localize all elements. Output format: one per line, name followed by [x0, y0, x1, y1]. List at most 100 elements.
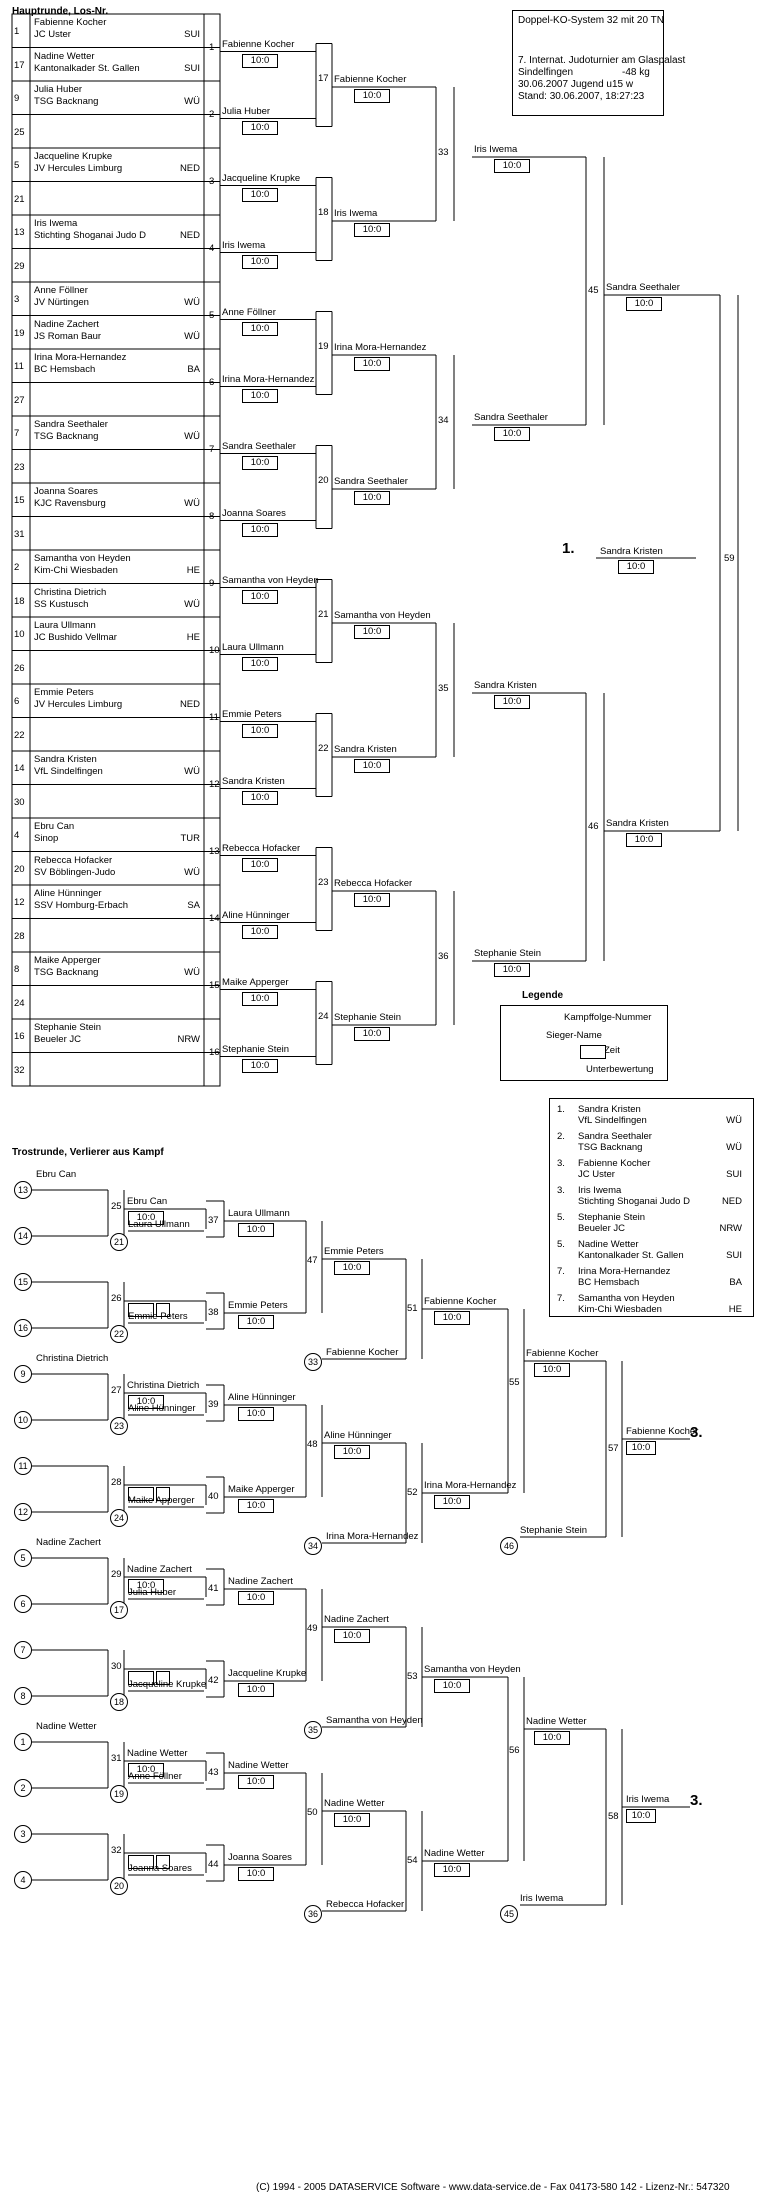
draw-athlete-nation: BA — [187, 364, 200, 375]
info-line: 30.06.2007 Jugend u15 w — [518, 79, 634, 90]
score-box: 10:0 — [434, 1495, 470, 1509]
repechage-athlete-name: Fabienne Kocher — [326, 1347, 399, 1358]
draw-athlete-club: SV Böblingen-Judo — [34, 866, 116, 878]
winner-name: Stephanie Stein — [334, 1012, 402, 1023]
info-title: Doppel-KO-System 32 mit 20 TN — [518, 15, 664, 26]
loser-ref-circle: 7 — [14, 1641, 32, 1659]
draw-athlete-nation: WÜ — [184, 866, 200, 878]
score-box: 10:0 — [354, 1027, 390, 1041]
winner-name: Christina Dietrich — [127, 1380, 200, 1391]
fight-number: 11 — [209, 711, 219, 723]
fight-number: 21 — [318, 609, 329, 620]
loser-ref-circle: 22 — [110, 1325, 128, 1343]
score-box: 10:0 — [238, 1775, 274, 1789]
score-box — [156, 1671, 170, 1685]
result-name: Fabienne Kocher — [578, 1158, 651, 1169]
draw-number: 7 — [14, 428, 20, 439]
legend-box — [500, 1005, 668, 1081]
result-club: JC Uster — [578, 1169, 615, 1180]
draw-number: 32 — [14, 1064, 25, 1076]
score-box: 10:0 — [128, 1579, 164, 1593]
winner-name: Jacqueline Krupke — [228, 1668, 307, 1679]
loser-ref-circle: 13 — [14, 1181, 32, 1199]
loser-ref-circle: 17 — [110, 1601, 128, 1619]
winner-name: Emmie Peters — [324, 1246, 384, 1257]
winner-name: Maike Apperger — [228, 1484, 295, 1495]
draw-athlete-nation: WÜ — [184, 598, 200, 610]
draw-athlete-name: Fabienne Kocher — [34, 17, 107, 28]
winner-name: Samantha von Heyden — [222, 574, 319, 586]
fight-number: 8 — [209, 510, 215, 522]
score-box: 10:0 — [242, 656, 278, 671]
score-box: 10:0 — [354, 759, 390, 773]
draw-athlete-club: JV Hercules Limburg — [34, 699, 123, 710]
info-weight: -48 kg — [622, 67, 650, 78]
score-box: 10:0 — [434, 1679, 470, 1693]
winner-name: Julia Huber — [222, 105, 271, 117]
winner-name: Aline Hünninger — [222, 909, 290, 921]
draw-athlete-club: JV Nürtingen — [34, 297, 89, 308]
score-box: 10:0 — [242, 522, 278, 537]
loser-ref-circle: 33 — [304, 1353, 322, 1371]
fight-number: 43 — [208, 1767, 219, 1778]
winner-name: Nadine Wetter — [424, 1848, 485, 1859]
result-place: 7. — [557, 1266, 565, 1277]
repechage-athlete-name: Ebru Can — [36, 1169, 77, 1180]
draw-athlete-club: TSG Backnang — [34, 967, 99, 978]
score-box: 10:0 — [334, 1261, 370, 1275]
info-line: Stand: 30.06.2007, 18:27:23 — [518, 91, 645, 102]
fight-number: 10 — [209, 644, 220, 656]
fight-number: 41 — [208, 1583, 219, 1594]
winner-name: Emmie Peters — [228, 1300, 288, 1311]
loser-ref-circle: 35 — [304, 1721, 322, 1739]
draw-number: 30 — [14, 796, 25, 808]
draw-athlete-club: TSG Backnang — [34, 431, 99, 442]
draw-athlete-club: BC Hemsbach — [34, 364, 96, 375]
loser-ref-circle: 46 — [500, 1537, 518, 1555]
score-box: 10:0 — [242, 924, 278, 939]
winner-name: Sandra Seethaler — [606, 282, 680, 293]
score-box — [128, 1855, 154, 1869]
score-box — [128, 1303, 154, 1317]
fight-number: 22 — [318, 743, 329, 754]
score-box: 10:0 — [494, 963, 530, 977]
result-place: 3. — [557, 1158, 565, 1169]
draw-number: 22 — [14, 729, 25, 741]
score-box: 10:0 — [242, 388, 278, 403]
winner-name: Nadine Wetter — [127, 1748, 188, 1759]
score-box: 10:0 — [626, 1809, 656, 1823]
fight-number: 13 — [209, 845, 220, 857]
draw-athlete-nation: WÜ — [184, 766, 200, 777]
score-box: 10:0 — [354, 893, 390, 907]
winner-name: Samantha von Heyden — [424, 1664, 521, 1675]
score-box — [156, 1855, 170, 1869]
fight-number: 57 — [608, 1443, 619, 1454]
score-box: 10:0 — [128, 1763, 164, 1777]
repechage-athlete-name: Iris Iwema — [520, 1893, 564, 1904]
repechage-title: Trostrunde, Verlierer aus Kampf — [12, 1147, 164, 1158]
result-nation: WÜ — [726, 1115, 742, 1126]
draw-athlete-club: JC Uster — [34, 29, 71, 40]
fight-number: 25 — [111, 1201, 122, 1212]
score-box: 10:0 — [626, 297, 662, 311]
result-nation: SUI — [726, 1250, 742, 1261]
score-box: 10:0 — [334, 1813, 370, 1827]
winner-name: Nadine Zachert — [127, 1564, 192, 1575]
score-box: 10:0 — [128, 1211, 164, 1225]
winner-name: Nadine Zachert — [228, 1576, 293, 1587]
score-box — [156, 1487, 170, 1501]
final-place: 1. — [562, 540, 575, 557]
bronze-place: 3. — [690, 1792, 703, 1809]
fight-number: 36 — [438, 951, 449, 962]
score-box — [128, 1487, 154, 1501]
score-box — [580, 1045, 606, 1059]
repechage-athlete-name: Samantha von Heyden — [326, 1715, 423, 1726]
winner-name: Joanna Soares — [222, 507, 286, 519]
draw-number: 2 — [14, 562, 20, 573]
repechage-athlete-name: Joanna Soares — [128, 1863, 192, 1874]
score-box: 10:0 — [434, 1863, 470, 1877]
loser-ref-circle: 6 — [14, 1595, 32, 1613]
winner-name: Irina Mora-Hernandez — [424, 1480, 517, 1491]
draw-number: 21 — [14, 193, 25, 205]
fight-number: 9 — [209, 577, 215, 589]
